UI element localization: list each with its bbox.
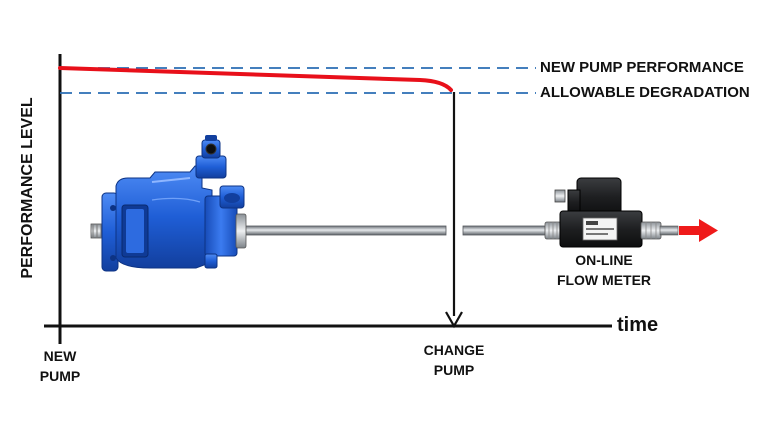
new-pump-performance-label: NEW PUMP PERFORMANCE [540,59,744,76]
performance-curve [58,66,453,92]
x-axis-title: time [617,314,659,336]
pipe-left [243,225,447,236]
hydraulic-pump-icon [90,135,247,272]
flow-meter-label: ON-LINE FLOW METER [548,250,660,290]
change-pump-label-line2: PUMP [433,362,475,378]
allowable-degradation-label: ALLOWABLE DEGRADATION [540,84,750,101]
flow-meter-label-line2: FLOW METER [556,272,652,288]
change-pump-label: CHANGE PUMP [414,340,494,380]
pipe-right [462,225,552,236]
new-pump-label-line1: NEW [43,348,77,364]
change-pump-arrowhead [445,311,463,329]
flow-meter-label-line1: ON-LINE [575,252,633,268]
flow-direction-arrow [679,219,718,242]
y-axis-title: PERFORMANCE LEVEL [19,96,36,279]
new-pump-label: NEW PUMP [28,346,92,386]
change-pump-label-line1: CHANGE [423,342,485,358]
flow-meter-icon [544,177,679,248]
y-axis-title-wrap: PERFORMANCE LEVEL [14,85,42,290]
new-pump-label-line2: PUMP [39,368,81,384]
